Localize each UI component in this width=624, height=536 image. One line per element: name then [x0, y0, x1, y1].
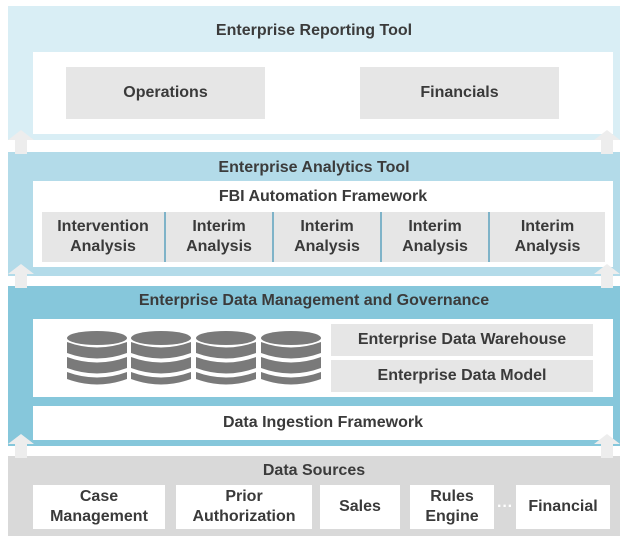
- analysis-divider: [164, 212, 166, 262]
- source-rules-engine-line2: Engine: [425, 508, 479, 525]
- source-case-management-line1: Case: [79, 488, 119, 505]
- source-prior-authorization: Prior Authorization: [176, 485, 312, 529]
- analysis-item-5: Interim Analysis: [490, 212, 605, 262]
- fbi-framework-title: FBI Automation Framework: [218, 188, 428, 205]
- analysis-divider: [272, 212, 274, 262]
- analysis-item-3-line2: Analysis: [294, 238, 360, 255]
- data-warehouse-box: Enterprise Data Warehouse: [331, 324, 593, 356]
- source-sales-label: Sales: [339, 498, 381, 515]
- data-management-title: Enterprise Data Management and Governanc…: [138, 292, 490, 309]
- source-sales: Sales: [320, 485, 400, 529]
- analysis-divider: [488, 212, 490, 262]
- source-prior-authorization-line2: Authorization: [192, 508, 296, 525]
- source-financial: Financial: [516, 485, 610, 529]
- up-arrow-icon: [594, 264, 620, 288]
- source-rules-engine-line1: Rules: [430, 488, 474, 505]
- analysis-item-1-line1: Intervention: [57, 218, 149, 235]
- analysis-item-4: Interim Analysis: [382, 212, 488, 262]
- database-icon: [261, 331, 321, 385]
- up-arrow-icon: [8, 130, 34, 154]
- ingestion-framework-box: Data Ingestion Framework: [33, 406, 613, 440]
- analysis-item-5-line1: Interim: [520, 218, 575, 235]
- up-arrow-icon: [594, 434, 620, 458]
- source-case-management: Case Management: [33, 485, 165, 529]
- analysis-strip: [42, 212, 605, 262]
- database-icons: [67, 331, 321, 385]
- analysis-item-1: Intervention Analysis: [42, 212, 164, 262]
- database-icon: [196, 331, 256, 385]
- source-case-management-line2: Management: [50, 508, 148, 525]
- analysis-item-2: Interim Analysis: [166, 212, 272, 262]
- analysis-divider: [380, 212, 382, 262]
- source-prior-authorization-line1: Prior: [225, 488, 263, 505]
- financials-box: Financials: [360, 67, 559, 119]
- analysis-item-3-line1: Interim: [300, 218, 354, 235]
- source-financial-label: Financial: [528, 498, 598, 515]
- reporting-layer-title: Enterprise Reporting Tool: [215, 22, 413, 39]
- up-arrow-icon: [594, 130, 620, 154]
- database-icon: [67, 331, 127, 385]
- data-model-box: Enterprise Data Model: [331, 360, 593, 392]
- analysis-item-5-line2: Analysis: [514, 238, 581, 255]
- operations-box: Operations: [66, 67, 265, 119]
- up-arrow-icon: [8, 434, 34, 458]
- analytics-layer-title: Enterprise Analytics Tool: [218, 159, 410, 176]
- analysis-item-2-line2: Analysis: [186, 238, 252, 255]
- analysis-item-4-line1: Interim: [408, 218, 462, 235]
- database-icon: [131, 331, 191, 385]
- analysis-item-1-line2: Analysis: [70, 238, 136, 255]
- analysis-item-2-line1: Interim: [192, 218, 246, 235]
- source-rules-engine: Rules Engine: [410, 485, 494, 529]
- analysis-item-3: Interim Analysis: [274, 212, 380, 262]
- sources-ellipsis: ···: [497, 498, 513, 515]
- analysis-item-4-line2: Analysis: [402, 238, 468, 255]
- up-arrow-icon: [8, 264, 34, 288]
- data-sources-title: Data Sources: [262, 462, 366, 479]
